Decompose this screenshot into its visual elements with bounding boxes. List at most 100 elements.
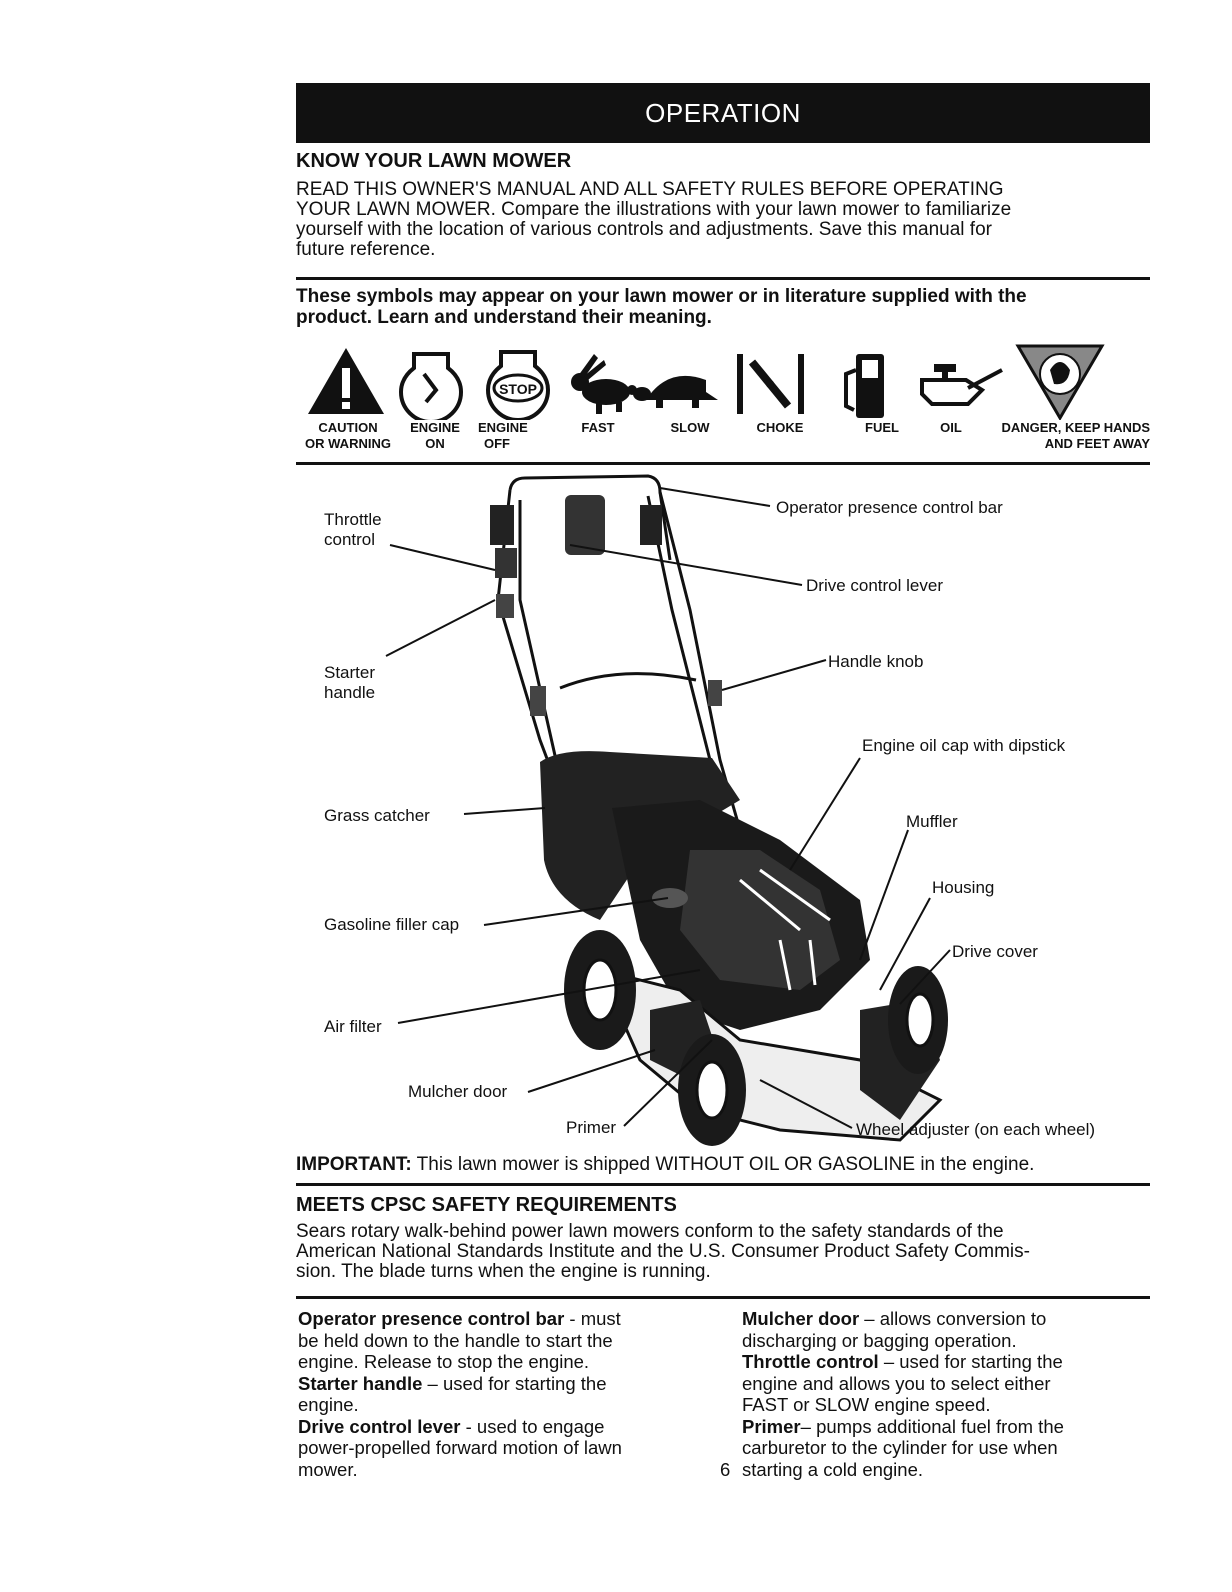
symbol-label: FUEL	[865, 420, 899, 435]
callout-drive-cover: Drive cover	[952, 942, 1038, 961]
stop-glyph: STOP	[499, 381, 537, 397]
description-text: discharging or bagging operation.	[742, 1329, 1017, 1351]
description-text: used for starting the	[442, 1372, 607, 1394]
symbol-label: DANGER, KEEP HANDS AND FEET AWAY	[974, 420, 1150, 452]
description-item: Drive control lever - used to engage pow…	[298, 1416, 718, 1481]
callout-wheel-adjuster: Wheel adjuster (on each wheel)	[856, 1120, 1096, 1139]
description-item: Throttle control – used for starting the…	[742, 1351, 1152, 1416]
divider	[296, 277, 1150, 280]
description-item: Primer– pumps additional fuel from the c…	[742, 1416, 1152, 1481]
callout-housing: Housing	[932, 878, 995, 897]
oil-can-icon	[920, 364, 1003, 406]
engine-off-icon: STOP	[485, 350, 551, 420]
callout-handle-knob: Handle knob	[828, 652, 924, 671]
symbol-label: ENGINE ON	[400, 420, 470, 452]
description-text: must	[580, 1308, 621, 1329]
cpsc-line: American National Standards Institute an…	[296, 1241, 1030, 1262]
important-note: IMPORTANT: This lawn mower is shipped WI…	[296, 1154, 1034, 1176]
symbols-intro-line: product. Learn and understand their mean…	[296, 307, 712, 328]
know-heading: KNOW YOUR LAWN MOWER	[296, 150, 572, 172]
symbol-label-line: OR WARNING	[305, 436, 391, 451]
description-term: Starter handle	[298, 1372, 423, 1394]
description-sep: -	[564, 1308, 581, 1329]
section-banner: OPERATION	[296, 83, 1150, 143]
callout-throttle-control: Throttle control	[324, 510, 382, 550]
symbol-label-line: ENGINE	[478, 420, 528, 435]
callout-starter-handle: Starter handle	[324, 663, 375, 703]
description-text: pumps additional fuel from the	[816, 1415, 1064, 1437]
description-item: Mulcher door – allows conversion to disc…	[742, 1308, 1152, 1351]
description-sep: –	[800, 1415, 817, 1437]
symbol-label: CAUTION OR WARNING	[298, 420, 398, 452]
description-sep: –	[859, 1308, 880, 1329]
description-text: allows conversion to	[879, 1308, 1047, 1329]
callout-line: Starter	[324, 663, 376, 682]
callout-muffler: Muffler	[906, 812, 958, 831]
description-item: Operator presence control bar - must be …	[298, 1308, 718, 1373]
know-line: future reference.	[296, 239, 436, 260]
page-number: 6	[720, 1459, 731, 1480]
symbol-label-line: DANGER, KEEP HANDS	[1001, 420, 1150, 435]
callout-drive-lever: Drive control lever	[806, 576, 943, 595]
description-term: Mulcher door	[742, 1308, 860, 1329]
symbol-label: SLOW	[670, 420, 710, 435]
descriptions-right: Mulcher door – allows conversion to disc…	[742, 1308, 1152, 1480]
symbol-label-line: OFF	[484, 436, 510, 451]
symbols-intro: These symbols may appear on your lawn mo…	[296, 286, 1027, 328]
description-sep: –	[878, 1351, 900, 1372]
danger-hands-feet-icon	[1015, 344, 1105, 420]
symbol-label: OIL	[940, 420, 962, 435]
description-sep: -	[460, 1415, 477, 1437]
symbol-label-line: AND FEET AWAY	[1044, 436, 1150, 451]
description-term: Primer	[742, 1415, 801, 1437]
cpsc-line: sion. The blade turns when the engine is…	[296, 1261, 711, 1282]
symbol-label-line: ENGINE	[410, 420, 460, 435]
divider	[296, 462, 1150, 465]
callout-line: handle	[324, 683, 376, 702]
description-text: used for starting the	[899, 1351, 1063, 1372]
rabbit-fast-icon	[571, 354, 637, 414]
engine-on-icon	[398, 352, 464, 420]
cpsc-heading: MEETS CPSC SAFETY REQUIREMENTS	[296, 1194, 677, 1216]
know-paragraph: READ THIS OWNER'S MANUAL AND ALL SAFETY …	[296, 180, 1156, 260]
callout-line: Throttle	[324, 510, 382, 529]
callout-operator-bar: Operator presence control bar	[776, 498, 1003, 517]
symbols-intro-line: These symbols may appear on your lawn mo…	[296, 286, 1027, 307]
divider	[296, 1296, 1150, 1299]
turtle-slow-icon	[633, 375, 718, 408]
description-text: power-propelled forward motion of lawn	[298, 1437, 622, 1458]
callout-mulcher-door: Mulcher door	[408, 1082, 508, 1101]
description-text: starting a cold engine.	[742, 1458, 924, 1480]
choke-icon	[737, 354, 804, 414]
fuel-pump-icon	[844, 354, 884, 418]
symbol-label: ENGINE OFF	[478, 420, 548, 452]
description-sep: –	[422, 1372, 443, 1394]
description-term: Drive control lever	[298, 1415, 461, 1437]
important-label: IMPORTANT:	[296, 1154, 412, 1175]
callout-oil-cap: Engine oil cap with dipstick	[862, 736, 1066, 755]
symbol-label-line: ON	[425, 436, 445, 451]
description-term: Throttle control	[742, 1351, 879, 1372]
description-text: carburetor to the cylinder for use when	[742, 1437, 1058, 1458]
description-item: Starter handle – used for starting the e…	[298, 1373, 718, 1416]
callout-primer: Primer	[566, 1118, 617, 1137]
callout-grass-catcher: Grass catcher	[324, 806, 430, 825]
divider	[296, 1183, 1150, 1186]
symbol-label: FAST	[581, 420, 615, 435]
symbols-row: STOP	[308, 344, 1105, 420]
callout-line: control	[324, 530, 376, 549]
callout-gas-cap: Gasoline filler cap	[324, 915, 460, 934]
description-text: engine.	[298, 1394, 359, 1415]
descriptions-left: Operator presence control bar - must be …	[298, 1308, 718, 1480]
description-text: engine and allows you to select either	[742, 1372, 1051, 1394]
know-line: yourself with the location of various co…	[296, 219, 992, 240]
description-text: FAST or SLOW engine speed.	[742, 1394, 991, 1415]
section-title: OPERATION	[645, 97, 801, 128]
callout-air-filter: Air filter	[324, 1017, 382, 1036]
description-text: engine. Release to stop the engine.	[298, 1351, 590, 1372]
important-text: This lawn mower is shipped WITHOUT OIL O…	[411, 1154, 1035, 1175]
description-text: used to engage	[476, 1415, 605, 1437]
description-text: be held down to the handle to start the	[298, 1329, 613, 1351]
know-line: YOUR LAWN MOWER. Compare the illustratio…	[296, 199, 1012, 220]
